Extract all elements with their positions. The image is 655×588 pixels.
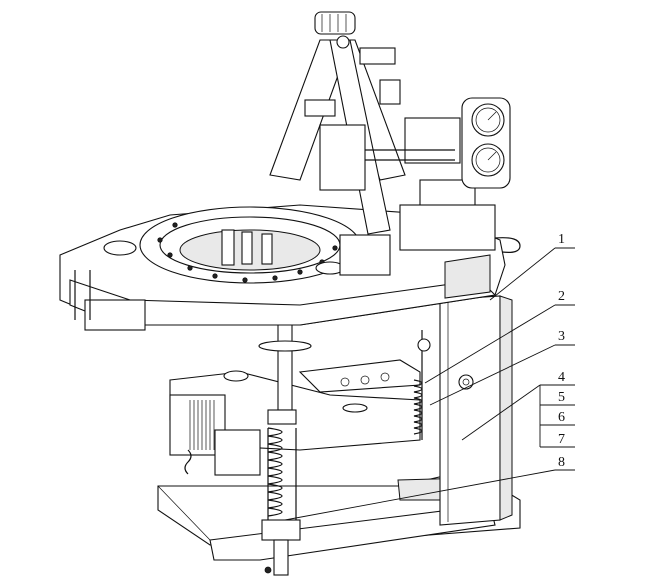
top-handle	[314, 11, 356, 35]
spring-column	[258, 299, 312, 576]
support-column	[439, 295, 513, 526]
callout-7: 7	[558, 432, 565, 447]
upper-mast	[269, 11, 406, 235]
pressure-gauges	[461, 97, 511, 189]
callout-leaders	[284, 247, 575, 521]
callout-6: 6	[558, 410, 565, 425]
callout-5: 5	[558, 390, 565, 405]
right-spring	[413, 330, 431, 440]
callout-8: 8	[558, 455, 565, 470]
callout-labels: 1 2 3 4 5 6 7 8	[558, 232, 565, 470]
callout-1: 1	[558, 232, 565, 247]
callout-4: 4	[558, 370, 565, 385]
lift-hook	[494, 237, 521, 253]
callout-2: 2	[558, 289, 565, 304]
callout-3: 3	[558, 329, 565, 344]
control-block	[319, 117, 496, 276]
left-gear-block	[169, 394, 261, 476]
column-bolt	[458, 374, 474, 390]
rotary-ring	[103, 206, 361, 284]
